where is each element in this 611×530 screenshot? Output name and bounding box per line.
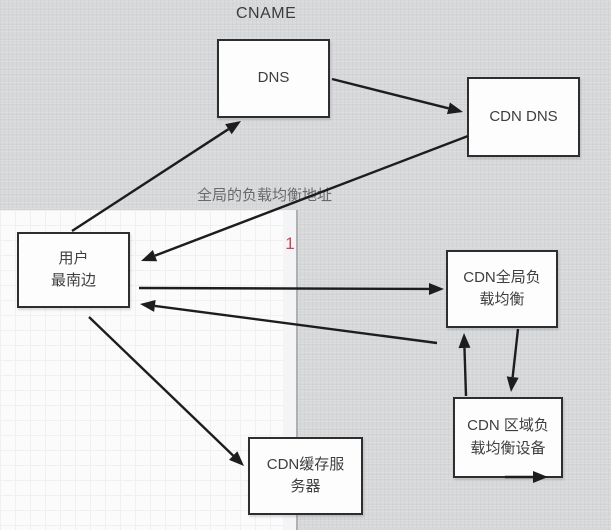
edge-regional-lb-to-global-lb	[463, 347, 468, 397]
node-regional-lb[interactable]: CDN 区域负 载均衡设备	[453, 397, 563, 478]
node-cdn-dns-label: CDN DNS	[489, 107, 558, 125]
node-user-label: 用户 最南边	[50, 249, 96, 290]
node-global-lb-label: CDN全局负 载均衡	[463, 268, 541, 309]
node-cache-server[interactable]: CDN缓存服 务器	[248, 437, 363, 515]
edge-dns-to-cdn-dns	[331, 77, 449, 110]
node-user[interactable]: 用户 最南边	[17, 232, 130, 308]
arrowhead-user-to-global-lb	[428, 282, 444, 295]
node-cdn-dns[interactable]: CDN DNS	[467, 77, 580, 157]
arrowhead-dns-to-cdn-dns	[446, 102, 463, 115]
edge-global-lb-to-regional-lb	[511, 328, 520, 378]
node-regional-lb-label: CDN 区域负 载均衡设备	[467, 417, 549, 457]
node-cache-server-label: CDN缓存服 务器	[266, 455, 345, 496]
arrowhead-user-to-dns	[225, 121, 241, 135]
page-number-marker: 1	[285, 234, 295, 253]
node-dns[interactable]: DNS	[217, 39, 330, 118]
gslb-address-label: 全局的负载均衡地址	[197, 187, 333, 204]
node-dns-label: DNS	[257, 69, 290, 87]
node-global-lb[interactable]: CDN全局负 载均衡	[446, 250, 558, 328]
cname-label: CNAME	[236, 5, 297, 22]
arrowhead-regional-lb-to-global-lb	[458, 333, 471, 349]
arrowhead-global-lb-to-regional-lb	[506, 376, 519, 392]
